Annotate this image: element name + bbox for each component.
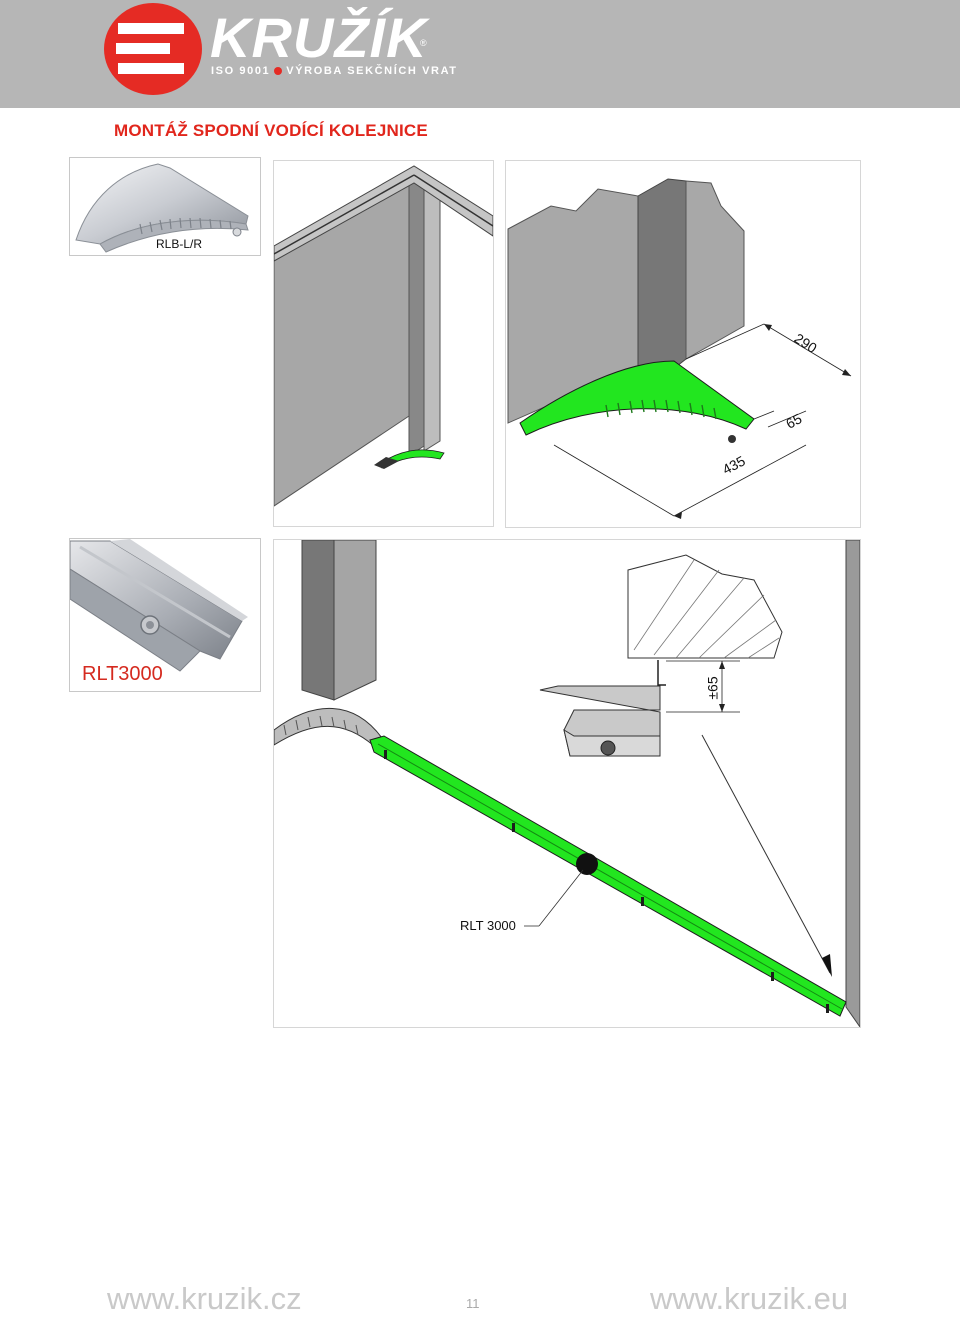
brand-logo-icon [104, 3, 202, 95]
footer-url-left[interactable]: www.kruzik.cz [107, 1281, 302, 1316]
brand-tagline: VÝROBA SEKČNÍCH VRAT [286, 65, 458, 77]
brand-tagline-row: ISO 9001 VÝROBA SEKČNÍCH VRAT [211, 65, 458, 77]
corner-dimension-drawing: 290 65 435 [505, 160, 861, 528]
page-title: MONTÁŽ SPODNÍ VODÍCÍ KOLEJNICE [114, 121, 428, 140]
door-corner-drawing [273, 160, 494, 527]
corner-piece-icon [75, 163, 249, 253]
iso-label: ISO 9001 [211, 65, 271, 77]
registered-mark: ® [420, 38, 427, 48]
rail-icon [70, 539, 248, 672]
corner-piece-photo: RLB-L/R [69, 157, 261, 256]
page-number: 11 [466, 1296, 480, 1311]
brand-name: KRUŽÍK [210, 6, 428, 69]
page-header: KRUŽÍK ® ISO 9001 VÝROBA SEKČNÍCH VRAT [0, 0, 960, 108]
red-dot-icon [274, 67, 283, 75]
rail-label: RLT3000 [82, 663, 163, 685]
height-tolerance: ±65 [704, 676, 721, 700]
rail-installation-drawing: ±65 RLT 3000 [273, 539, 861, 1028]
rail-photo: RLT3000 [69, 538, 261, 692]
footer-url-right[interactable]: www.kruzik.eu [650, 1281, 849, 1316]
rail-callout: RLT 3000 [460, 918, 516, 933]
corner-piece-label: RLB-L/R [156, 237, 203, 251]
